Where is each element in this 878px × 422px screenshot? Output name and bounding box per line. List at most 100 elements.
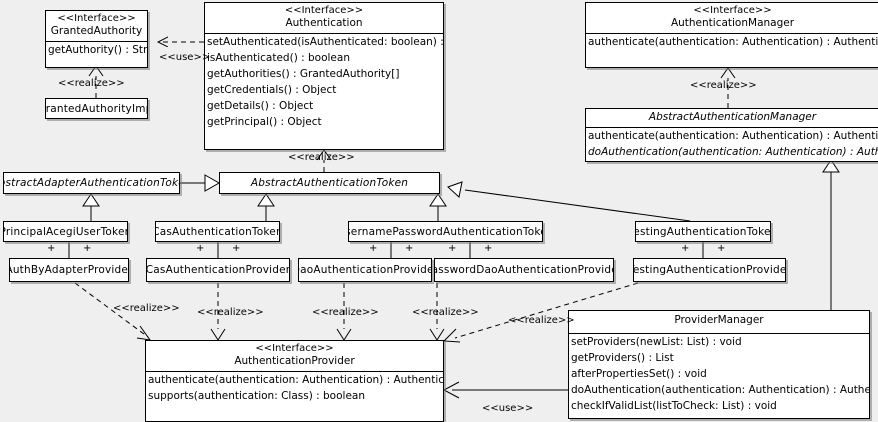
assoc-plus-marker: + [448,243,457,254]
class-name: AuthByAdapterProvider [9,264,129,276]
operation: getDetails() : Object [207,99,314,112]
class-auth-by-adapter-provider[interactable]: AuthByAdapterProvider [9,258,129,282]
assoc-plus-marker: + [369,243,378,254]
class-name: CasAuthenticationProvider [146,264,290,276]
assoc-plus-marker: + [681,243,690,254]
class-name: GrantedAuthority [50,25,143,37]
edge-label-use-authentication-grantedauthority: <<use>> [159,52,211,63]
operation: getAuthority() : String [48,43,148,56]
operations-compartment: setAuthenticated(isAuthenticated: boolea… [205,34,443,130]
class-cas-authentication-token[interactable]: CasAuthenticationToken [155,221,280,242]
class-authentication-provider[interactable]: <<Interface>> AuthenticationProvider aut… [145,340,444,422]
class-name: AuthenticationProvider [234,355,355,367]
compartment-divider [569,332,869,334]
assoc-plus-marker: + [232,243,241,254]
class-name: PasswordDaoAuthenticationProvider [434,264,614,276]
class-testing-authentication-token[interactable]: TestingAuthenticationToken [635,221,771,242]
class-authentication[interactable]: <<Interface>> Authentication setAuthenti… [204,2,444,150]
class-principal-acegi-user-token[interactable]: PrincipalAcegiUserToken [3,221,128,242]
class-abstract-authentication-token[interactable]: AbstractAuthenticationToken [219,172,440,194]
class-header: <<Interface>> AuthenticationProvider [146,341,443,371]
class-provider-manager[interactable]: ProviderManager setProviders(newList: Li… [568,310,870,419]
class-name: AbstractAdapterAuthenticationToken [4,177,179,189]
edge-label-realize-casauthenticationprovider: <<realize>> [197,307,264,318]
edge-principalacegiusertoken-extends-abstractadaptertoken [82,193,100,221]
operation: isAuthenticated() : boolean [207,51,350,64]
compartment-divider [46,40,147,42]
operation: doAuthentication(authentication: Authent… [588,145,878,158]
edge-abstractadaptertoken-extends-abstracttoken [180,174,221,192]
class-granted-authority-impl[interactable]: GrantedAuthorityImpl [45,98,148,119]
operation: supports(authentication: Class) : boolea… [148,389,365,402]
class-name: ProviderManager [674,314,764,326]
edge-label-realize-daoauthenticationprovider: <<realize>> [312,307,379,318]
class-abstract-adapter-authentication-token[interactable]: AbstractAdapterAuthenticationToken [3,172,180,194]
compartment-divider [586,32,878,34]
edge-usernamepasswordtoken-extends-abstracttoken [429,193,447,221]
edge-label-realize-testingauthenticationprovider: <<realize>> [508,315,575,326]
class-cas-authentication-provider[interactable]: CasAuthenticationProvider [146,258,290,282]
operation: getPrincipal() : Object [207,115,322,128]
compartment-divider [205,32,443,34]
assoc-plus-marker: + [83,243,92,254]
class-name: TestingAuthenticationProvider [633,264,786,276]
stereotype-label: <<Interface>> [693,5,772,16]
operation: getProviders() : List [571,351,674,364]
assoc-plus-marker: + [405,243,414,254]
class-header: AbstractAuthenticationManager [586,109,878,127]
operation: setProviders(newList: List) : void [571,335,742,348]
class-name: DaoAuthenticationProvider [298,264,432,276]
class-name: CasAuthenticationToken [155,225,280,238]
class-header: <<Interface>> Authentication [205,3,443,33]
class-password-dao-authentication-provider[interactable]: PasswordDaoAuthenticationProvider [434,258,614,282]
operation: checkIfValidList(listToCheck: List) : vo… [571,399,777,412]
class-name: TestingAuthenticationToken [635,225,771,238]
class-granted-authority[interactable]: <<Interface>> GrantedAuthority getAuthor… [45,10,148,68]
stereotype-label: <<Interface>> [284,5,364,16]
class-name: Authentication [285,17,363,29]
operation: authenticate(authentication: Authenticat… [588,35,878,48]
class-name: UsernamePasswordAuthenticationToken [348,225,543,238]
class-header: <<Interface>> AuthenticationManager [586,3,878,33]
operation: afterPropertiesSet() : void [571,367,707,380]
class-testing-authentication-provider[interactable]: TestingAuthenticationProvider [633,258,786,282]
stereotype-label: <<Interface>> [255,343,334,354]
edge-label-realize-abstractauthenticationtoken: <<realize>> [288,152,355,163]
edge-label-realize-authbyadapterprovider: <<realize>> [113,303,180,314]
class-header: ProviderManager [569,311,869,330]
operation: authenticate(authentication: Authenticat… [588,129,878,142]
class-name: AuthenticationManager [670,17,795,29]
operation: authenticate(authentication: Authenticat… [148,373,444,386]
class-username-password-authentication-token[interactable]: UsernamePasswordAuthenticationToken [348,221,543,242]
class-abstract-authentication-manager[interactable]: AbstractAuthenticationManager authentica… [585,108,878,162]
edge-label-use-providermanager-authenticationprovider: <<use>> [482,403,534,414]
class-name: AbstractAuthenticationManager [648,111,817,123]
edge-label-realize-grantedauthorityimpl: <<realize>> [58,78,125,89]
class-dao-authentication-provider[interactable]: DaoAuthenticationProvider [298,258,432,282]
edge-casauthenticationtoken-extends-abstracttoken [257,193,275,221]
edge-testingauthenticationtoken-extends-abstracttoken [447,181,691,222]
assoc-plus-marker: + [717,243,726,254]
assoc-plus-marker: + [484,243,493,254]
operation: getCredentials() : Object [207,83,337,96]
operations-compartment: setProviders(newList: List) : void getPr… [569,334,869,414]
class-header: <<Interface>> GrantedAuthority [46,11,147,41]
compartment-divider [586,126,878,128]
operation: setAuthenticated(isAuthenticated: boolea… [207,35,444,48]
class-name: AbstractAuthenticationToken [250,177,409,189]
class-authentication-manager[interactable]: <<Interface>> AuthenticationManager auth… [585,2,878,68]
class-name: PrincipalAcegiUserToken [3,225,128,238]
assoc-plus-marker: + [196,243,205,254]
operations-compartment: authenticate(authentication: Authenticat… [586,128,878,160]
class-name: GrantedAuthorityImpl [45,102,147,115]
stereotype-label: <<Interface>> [57,13,136,24]
edge-label-realize-passworddaoauthenticationprovider: <<realize>> [412,307,479,318]
operations-compartment: getAuthority() : String [46,42,147,58]
edge-providermanager-extends-abstractauthenticationmanager [822,159,840,310]
operations-compartment: authenticate(authentication: Authenticat… [586,34,878,50]
edge-label-realize-abstractauthenticationmanager: <<realize>> [690,80,757,91]
operations-compartment: authenticate(authentication: Authenticat… [146,372,443,404]
operation: getAuthorities() : GrantedAuthority[] [207,67,400,80]
compartment-divider [146,370,443,372]
